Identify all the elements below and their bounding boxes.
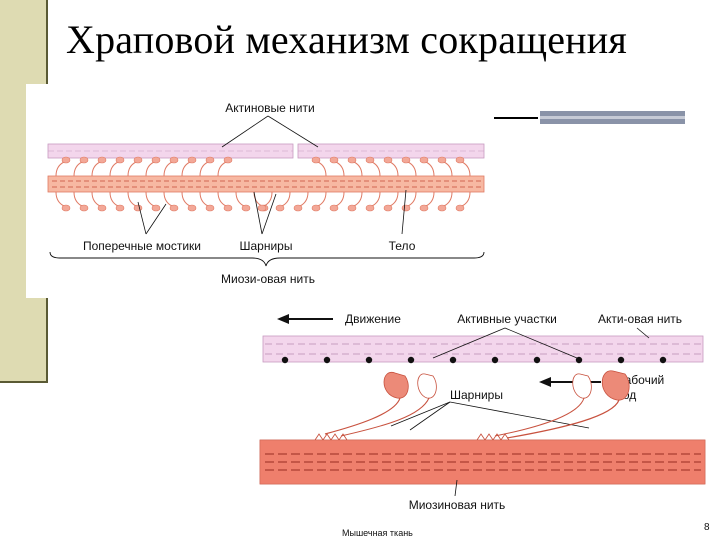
active-site-dot	[491, 356, 499, 364]
label-actin-filament-bottom: Акти-овая нить	[598, 312, 682, 326]
decorative-bar	[540, 111, 685, 124]
cross-bridge-lower	[347, 191, 363, 212]
active-site-dot	[659, 356, 667, 364]
cross-bridge-upper	[347, 156, 363, 177]
movement-arrow	[277, 314, 333, 324]
actin-filament-bottom	[262, 335, 704, 363]
active-site-dot	[365, 356, 373, 364]
cross-bridge-upper	[437, 156, 453, 177]
label-myosin-filament-top: Миози-овая нить	[221, 272, 315, 286]
slide-title: Храповой механизм сокращения	[66, 17, 627, 62]
cross-bridge-upper	[163, 156, 179, 177]
active-site-dot	[575, 356, 583, 364]
cross-bridge-lower	[217, 191, 233, 212]
cross-bridge-upper	[329, 156, 345, 177]
leader-lines-bottom	[390, 327, 650, 431]
hinge-zigzags	[314, 433, 510, 441]
cross-bridge-upper	[419, 156, 435, 177]
cross-bridge-lower	[235, 191, 251, 212]
cross-bridge-lower	[55, 191, 71, 212]
label-cross-bridges: Поперечные мостики	[83, 239, 201, 253]
sidebar-bottom-border	[0, 381, 48, 383]
page-number: 8	[704, 522, 710, 533]
active-site-dot	[281, 356, 289, 364]
myosin-brace	[49, 251, 485, 267]
footer-label: Мышечная ткань	[342, 528, 413, 538]
cross-bridge-upper	[91, 156, 107, 177]
cross-bridge-upper	[145, 156, 161, 177]
cross-bridge-upper	[109, 156, 125, 177]
ratchet-diagram-top: Актиновые нити Поперечные мостики Шарнир…	[26, 84, 493, 298]
cross-bridge-upper	[401, 156, 417, 177]
label-movement: Движение	[345, 312, 401, 326]
cross-bridge-lower	[199, 191, 215, 212]
cross-bridge-lower	[109, 191, 125, 212]
cross-bridge-lower	[365, 191, 381, 212]
active-site-dot	[449, 356, 457, 364]
cross-bridges-top	[55, 156, 471, 212]
label-hinges-bottom: Шарниры	[450, 388, 503, 402]
cross-bridge-upper	[199, 156, 215, 177]
leader-lines-top	[137, 115, 407, 235]
label-body: Тело	[389, 239, 416, 253]
cross-bridge-lower	[257, 191, 273, 212]
label-active-sites: Активные участки	[457, 312, 557, 326]
cross-bridge-lower	[91, 191, 107, 212]
cross-bridge-upper	[55, 156, 71, 177]
cross-bridge-upper	[455, 156, 471, 177]
cross-bridge-lower	[419, 191, 435, 212]
cross-bridge-upper	[217, 156, 233, 177]
cross-bridge-lower	[163, 191, 179, 212]
cross-bridge-lower	[145, 191, 161, 212]
cross-bridge-lower	[275, 191, 291, 212]
label-hinges-top: Шарниры	[240, 239, 293, 253]
cross-bridge-lower	[437, 191, 453, 212]
cross-bridge-upper	[73, 156, 89, 177]
leader-myosin	[454, 479, 458, 497]
actin-filaments-top	[47, 143, 485, 159]
cross-bridge-upper	[311, 156, 327, 177]
active-site-dot	[617, 356, 625, 364]
cross-bridge-lower	[311, 191, 327, 212]
cross-bridge-upper	[383, 156, 399, 177]
decorative-line	[494, 117, 538, 119]
myosin-filament-bottom	[259, 439, 706, 485]
active-sites-row	[281, 356, 667, 364]
ratchet-diagram-bottom: Движение Активные участки Акти-овая нить…	[259, 312, 706, 512]
cross-bridge-upper	[181, 156, 197, 177]
cross-bridge-upper	[365, 156, 381, 177]
myosin-head-left-pair	[324, 372, 437, 437]
cross-bridge-lower	[181, 191, 197, 212]
label-actin-filaments: Актиновые нити	[225, 101, 314, 115]
myosin-head-right-pair	[494, 370, 630, 439]
myosin-filament-top	[47, 175, 485, 193]
cross-bridge-upper	[127, 156, 143, 177]
cross-bridge-lower	[455, 191, 471, 212]
cross-bridge-lower	[329, 191, 345, 212]
cross-bridge-lower	[73, 191, 89, 212]
active-site-dot	[323, 356, 331, 364]
active-site-dot	[407, 356, 415, 364]
cross-bridge-lower	[293, 191, 309, 212]
cross-bridge-lower	[383, 191, 399, 212]
label-myosin-filament-bottom: Миозиновая нить	[409, 498, 506, 512]
active-site-dot	[533, 356, 541, 364]
